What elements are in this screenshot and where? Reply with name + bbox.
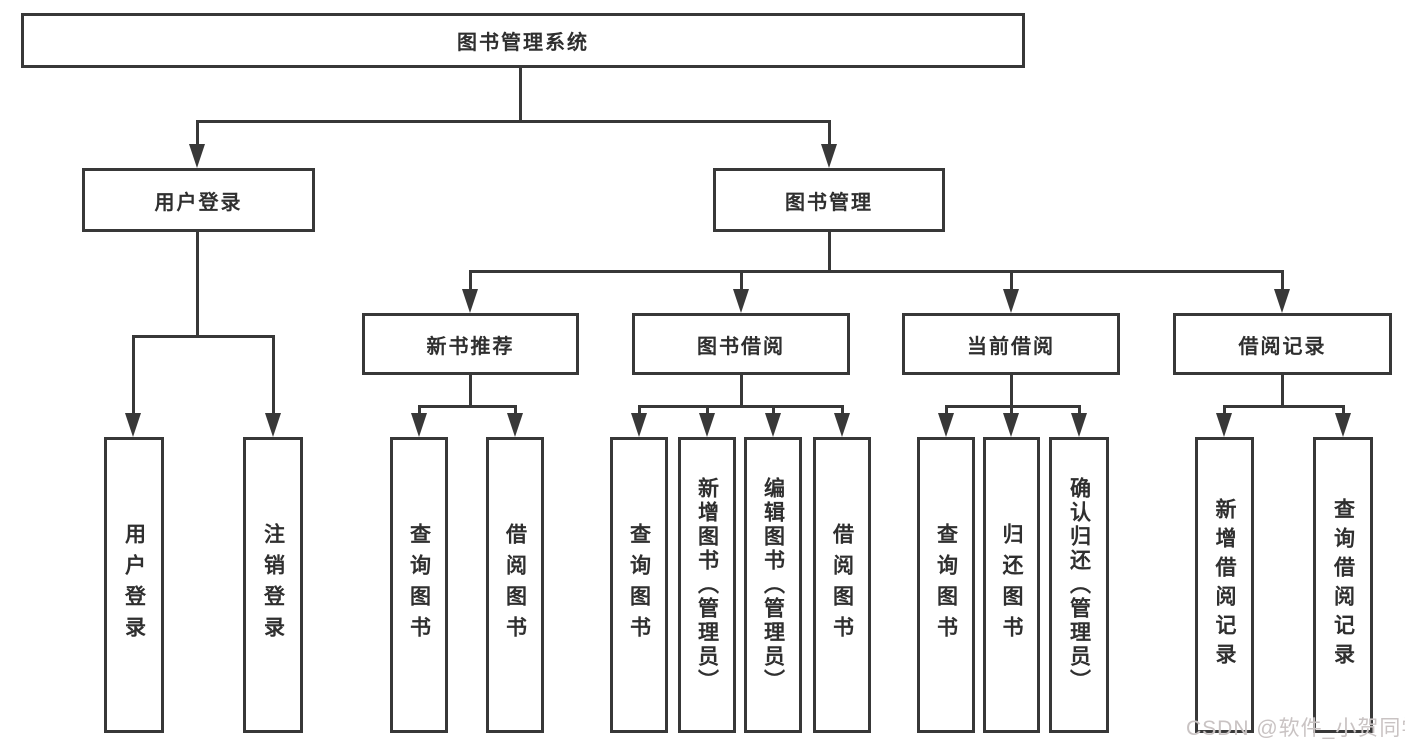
connector-line: [418, 405, 421, 415]
connector-line: [828, 232, 831, 270]
leaf-label: 编辑图书（管理员）: [761, 477, 785, 693]
leaf-label: 借阅图书: [830, 523, 854, 647]
arrow-down-icon: [1003, 413, 1019, 437]
connector-line: [706, 405, 709, 415]
node-library-system: 图书管理系统: [21, 13, 1025, 68]
leaf-label: 查询图书: [934, 523, 958, 647]
leaf-search-borrow-record: 查询借阅记录: [1313, 437, 1373, 733]
connector-line: [196, 232, 199, 335]
arrow-down-icon: [834, 413, 850, 437]
arrow-down-icon: [821, 144, 837, 168]
arrow-down-icon: [462, 289, 478, 313]
leaf-add-book-admin: 新增图书（管理员）: [678, 437, 736, 733]
connector-line: [772, 405, 775, 415]
node-label: 图书借阅: [697, 335, 785, 358]
leaf-label: 新增图书（管理员）: [695, 477, 719, 693]
node-label: 新书推荐: [426, 335, 515, 358]
node-new-book-recommend: 新书推荐: [362, 313, 579, 375]
node-current-borrow: 当前借阅: [902, 313, 1120, 375]
leaf-edit-book-admin: 编辑图书（管理员）: [744, 437, 802, 733]
arrow-down-icon: [699, 413, 715, 437]
node-label: 图书管理: [785, 191, 873, 214]
connector-line: [841, 405, 844, 415]
connector-line: [1281, 270, 1284, 292]
connector-line: [1010, 405, 1013, 415]
leaf-label: 确认归还（管理员）: [1067, 477, 1091, 693]
leaf-return-books: 归还图书: [983, 437, 1040, 733]
connector-line: [469, 375, 472, 405]
node-label: 图书管理系统: [457, 32, 589, 54]
leaf-confirm-return-admin: 确认归还（管理员）: [1049, 437, 1109, 733]
node-book-borrow: 图书借阅: [632, 313, 850, 375]
arrow-down-icon: [1003, 289, 1019, 313]
connector-line: [514, 405, 517, 415]
connector-line: [196, 120, 199, 148]
leaf-logout: 注销登录: [243, 437, 303, 733]
node-borrow-records: 借阅记录: [1173, 313, 1392, 375]
connector-line: [469, 270, 472, 292]
arrow-down-icon: [1274, 289, 1290, 313]
connector-line: [418, 405, 517, 408]
leaf-search-books-2: 查询图书: [610, 437, 668, 733]
connector-line: [1223, 405, 1226, 415]
connector-line: [1078, 405, 1081, 415]
connector-line: [1281, 375, 1284, 405]
connector-line: [945, 405, 1081, 408]
node-label: 借阅记录: [1238, 335, 1327, 358]
arrow-down-icon: [765, 413, 781, 437]
connector-line: [469, 270, 1283, 273]
connector-line: [132, 335, 135, 415]
connector-line: [132, 335, 275, 338]
leaf-borrow-books: 借阅图书: [486, 437, 544, 733]
leaf-label: 新增借阅记录: [1213, 498, 1236, 672]
leaf-label: 注销登录: [261, 523, 285, 647]
connector-line: [1223, 405, 1345, 408]
leaf-label: 归还图书: [1000, 523, 1023, 647]
leaf-borrow-books-2: 借阅图书: [813, 437, 871, 733]
arrow-down-icon: [189, 144, 205, 168]
connector-line: [1010, 270, 1013, 292]
leaf-label: 用户登录: [122, 523, 146, 647]
leaf-label: 借阅图书: [503, 523, 527, 647]
node-book-management: 图书管理: [713, 168, 945, 232]
leaf-label: 查询图书: [627, 523, 651, 647]
leaf-add-borrow-record: 新增借阅记录: [1195, 437, 1254, 733]
node-label: 当前借阅: [967, 335, 1055, 358]
connector-line: [740, 375, 743, 405]
connector-line: [638, 405, 641, 415]
leaf-search-books: 查询图书: [390, 437, 448, 733]
connector-line: [196, 120, 831, 123]
leaf-label: 查询借阅记录: [1331, 498, 1355, 672]
arrow-down-icon: [125, 413, 141, 437]
connector-line: [1010, 375, 1013, 405]
arrow-down-icon: [411, 413, 427, 437]
connector-line: [1342, 405, 1345, 415]
connector-line: [945, 405, 948, 415]
arrow-down-icon: [938, 413, 954, 437]
connector-line: [272, 335, 275, 415]
node-user-login: 用户登录: [82, 168, 315, 232]
leaf-label: 查询图书: [407, 523, 431, 647]
connector-line: [638, 405, 844, 408]
leaf-search-books-3: 查询图书: [917, 437, 975, 733]
arrow-down-icon: [1216, 413, 1232, 437]
watermark: CSDN @软件_小贺同学: [1186, 717, 1405, 740]
arrow-down-icon: [507, 413, 523, 437]
node-label: 用户登录: [154, 191, 243, 214]
arrow-down-icon: [265, 413, 281, 437]
arrow-down-icon: [733, 289, 749, 313]
connector-line: [740, 270, 743, 292]
leaf-user-login: 用户登录: [104, 437, 164, 733]
arrow-down-icon: [1071, 413, 1087, 437]
arrow-down-icon: [631, 413, 647, 437]
connector-line: [519, 68, 522, 120]
connector-line: [828, 120, 831, 148]
arrow-down-icon: [1335, 413, 1351, 437]
